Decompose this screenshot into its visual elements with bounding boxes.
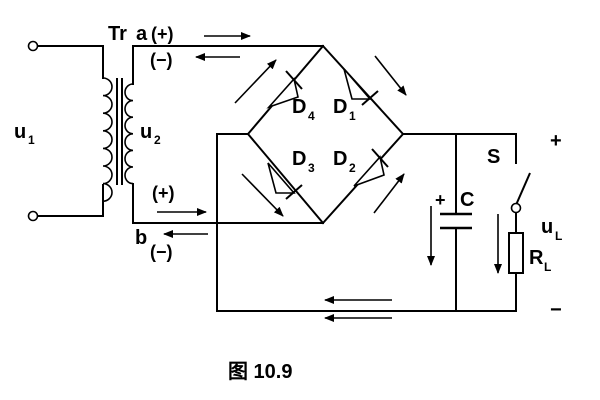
transformer-label: Tr — [108, 23, 127, 45]
diode-d3 — [267, 162, 303, 200]
uL-subscript: L — [555, 229, 562, 243]
primary-circuit — [27, 40, 113, 222]
uL-label: u — [541, 216, 553, 238]
secondary-winding — [124, 83, 134, 185]
capacitor-label: C — [460, 189, 474, 211]
switch-contact — [510, 202, 522, 214]
terminal-b-negative: (−) — [150, 242, 173, 262]
terminal-a-positive: (+) — [151, 24, 174, 44]
current-arrows — [157, 32, 502, 322]
d1-label: D — [333, 96, 347, 118]
load-resistor — [508, 232, 524, 274]
RL-label: R — [529, 247, 544, 269]
switch-label: S — [487, 146, 500, 168]
RL-subscript: L — [544, 260, 551, 274]
d4-subscript: 4 — [308, 109, 315, 123]
diode-d2 — [353, 148, 389, 187]
output-positive-sign: + — [550, 130, 562, 152]
d2-label: D — [333, 148, 347, 170]
terminal-b-label: b — [135, 227, 147, 249]
u1-subscript: 1 — [28, 133, 35, 147]
output-circuit — [216, 133, 531, 312]
diode-d4 — [266, 70, 303, 109]
u2-subscript: 2 — [154, 133, 161, 147]
terminal-a-negative: (−) — [150, 50, 173, 70]
transformer-core — [116, 78, 123, 185]
d3-subscript: 3 — [308, 161, 315, 175]
input-terminal-top — [27, 40, 39, 52]
d1-subscript: 1 — [349, 109, 356, 123]
capacitor-plus-sign: + — [435, 190, 446, 210]
diode-d1 — [343, 68, 379, 106]
d4-label: D — [292, 96, 306, 118]
terminal-b-positive: (+) — [152, 183, 175, 203]
diode-bridge — [246, 44, 405, 225]
output-negative-sign: − — [550, 299, 562, 321]
switch-blade — [515, 172, 531, 206]
u1-label: u — [14, 121, 26, 143]
secondary-circuit — [124, 45, 324, 224]
u2-label: u — [140, 121, 152, 143]
terminal-a-label: a — [136, 23, 148, 45]
input-terminal-bottom — [27, 210, 39, 222]
d3-label: D — [292, 148, 306, 170]
d2-subscript: 2 — [349, 161, 356, 175]
primary-winding — [102, 77, 113, 202]
figure-caption: 图 10.9 — [228, 360, 292, 383]
